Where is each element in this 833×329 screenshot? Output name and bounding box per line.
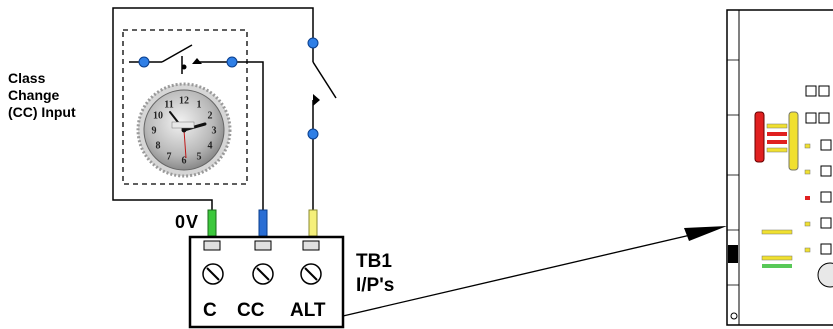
alt-node-top (307, 37, 319, 49)
connection-arrowhead (684, 226, 727, 241)
clock-numeral: 5 (197, 152, 202, 163)
cc-label-line-1: Class (8, 70, 46, 86)
pin-alt (308, 209, 318, 237)
pin-0v (207, 209, 217, 237)
clock-numeral: 11 (164, 100, 173, 111)
terminal-cc-label: CC (237, 300, 265, 321)
clock-numeral: 6 (182, 156, 187, 167)
tb1-label: TB1 (356, 251, 392, 272)
clock-numeral: 9 (152, 126, 157, 137)
terminal-c-label: C (203, 300, 217, 321)
clock-numeral: 1 (197, 100, 202, 111)
zero-volt-label: 0V (175, 212, 200, 232)
timer-node-right (226, 56, 238, 68)
control-panel (726, 9, 833, 326)
contact-pivot (181, 64, 187, 70)
timer-node-left (138, 56, 150, 68)
clock-numeral: 12 (179, 96, 189, 107)
connection-line (342, 229, 713, 317)
clock-numeral: 10 (153, 111, 163, 122)
terminal-block (188, 235, 345, 329)
pin-cc (258, 209, 268, 237)
class-change-input-label: Class Change (CC) Input (8, 70, 76, 121)
clock-numeral: 7 (167, 152, 172, 163)
timer-contact (144, 44, 232, 74)
clock-numeral: 8 (156, 141, 161, 152)
terminal-alt-label: ALT (290, 300, 326, 321)
alt-switch (312, 43, 337, 134)
alt-switch-arrow (313, 94, 320, 106)
timer-enclosure (122, 29, 248, 185)
clock-numeral: 4 (208, 141, 213, 152)
clock-numeral: 2 (208, 111, 213, 122)
cc-label-line-3: (CC) Input (8, 104, 76, 120)
inputs-label: I/P's (356, 275, 395, 296)
cc-label-line-2: Change (8, 87, 60, 103)
contact-arrow (192, 58, 202, 64)
alt-node-bottom (307, 128, 319, 140)
terminal-block-label: TB1 I/P's (356, 250, 394, 298)
clock-numeral: 3 (212, 126, 217, 137)
